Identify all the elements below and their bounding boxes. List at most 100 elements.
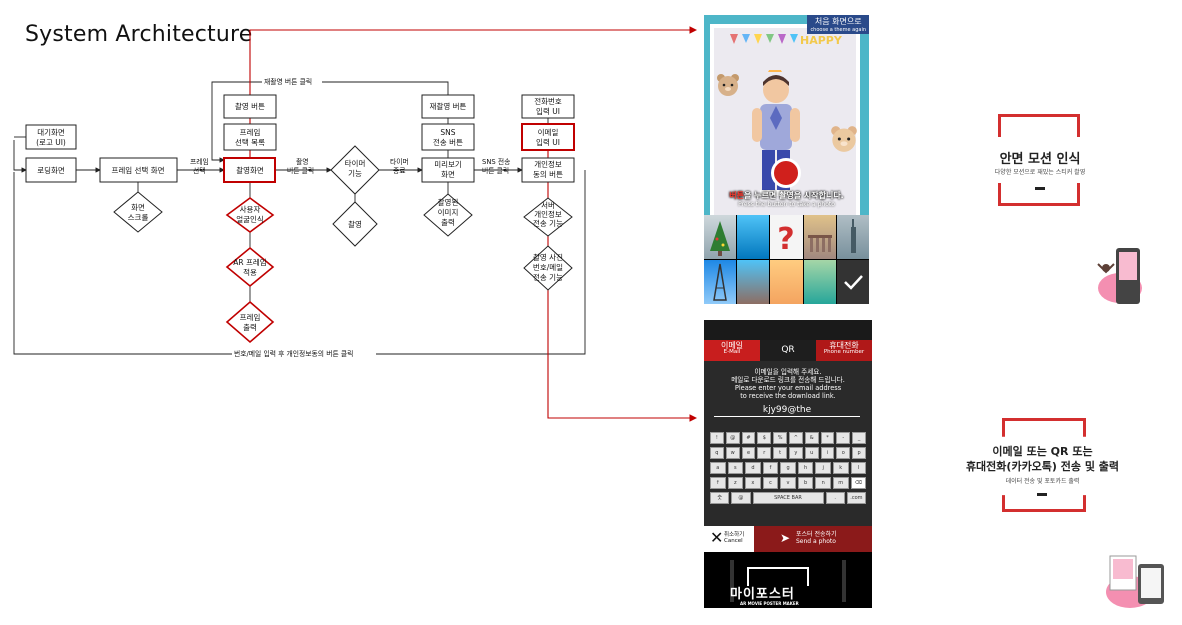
edge-label-frame-select-1: 프레임 bbox=[190, 157, 209, 166]
space-bar-key[interactable]: SPACE BAR bbox=[752, 492, 824, 504]
tab-qr[interactable]: QR bbox=[760, 340, 816, 361]
node-phone-ui: 전화번호 입력 UI bbox=[521, 94, 575, 119]
svg-text:적용: 적용 bbox=[243, 267, 257, 277]
keyboard-key[interactable]: e bbox=[741, 447, 756, 459]
thumb-ruins[interactable] bbox=[803, 215, 836, 259]
keyboard-key[interactable]: # bbox=[741, 432, 756, 444]
keyboard-key[interactable]: h bbox=[797, 462, 814, 474]
decision-photo-send: 촬영 사진 번호/메일 전송 기능 bbox=[523, 245, 573, 291]
keyboard-key[interactable]: t bbox=[773, 447, 787, 459]
keyboard-key[interactable]: g bbox=[780, 462, 796, 474]
keyboard-key[interactable]: z bbox=[727, 477, 744, 489]
keyboard-key[interactable]: % bbox=[773, 432, 787, 444]
red-connectors bbox=[249, 26, 698, 422]
keyboard-key[interactable]: q bbox=[710, 447, 724, 459]
page-title: System Architecture bbox=[25, 22, 253, 47]
node-preview: 미리보기 화면 bbox=[421, 157, 475, 183]
email-form: 이메일을 입력해 주세요. 메일로 다운로드 링크를 전송해 드립니다. Ple… bbox=[704, 361, 872, 526]
keyboard-key[interactable]: 숫 bbox=[710, 492, 730, 504]
keyboard-key[interactable]: s bbox=[727, 462, 744, 474]
keyboard-key[interactable]: .com bbox=[846, 492, 866, 504]
svg-text:얼굴인식: 얼굴인식 bbox=[236, 214, 264, 224]
keyboard-key[interactable]: f bbox=[762, 462, 779, 474]
svg-text:버튼 클릭: 버튼 클릭 bbox=[287, 166, 314, 175]
tab-email[interactable]: 이메일 E-Mail bbox=[704, 340, 760, 361]
keyboard-key[interactable]: $ bbox=[757, 432, 772, 444]
keyboard-key[interactable]: y bbox=[788, 447, 803, 459]
node-frame-list: 프레임 선택 목록 bbox=[223, 123, 277, 151]
edges bbox=[13, 81, 586, 355]
thumb-statue[interactable] bbox=[836, 215, 869, 259]
backspace-key[interactable]: ⌫ bbox=[850, 477, 867, 489]
keyboard-key[interactable]: l bbox=[850, 462, 867, 474]
svg-text:촬영 버튼: 촬영 버튼 bbox=[235, 101, 265, 111]
shutter-button[interactable] bbox=[771, 158, 801, 188]
email-input[interactable]: kjy99@the bbox=[714, 405, 860, 417]
edge-label-retake: 재촬영 버튼 클릭 bbox=[264, 77, 312, 86]
svg-text:전송 기능: 전송 기능 bbox=[533, 272, 563, 282]
logo-frame bbox=[730, 560, 846, 602]
keyboard-key[interactable]: ↑ bbox=[710, 477, 726, 489]
keyboard-key[interactable]: j bbox=[815, 462, 831, 474]
thumb-desert[interactable] bbox=[770, 260, 803, 304]
decision-face-detect: 사용자 얼굴인식 bbox=[225, 197, 275, 233]
keyboard-key[interactable]: * bbox=[820, 432, 835, 444]
keyboard-key[interactable]: @ bbox=[731, 492, 751, 504]
thumb-xmas-tree[interactable] bbox=[704, 215, 737, 259]
keyboard-key[interactable]: r bbox=[757, 447, 772, 459]
keyboard-key[interactable]: v bbox=[780, 477, 796, 489]
app-logo: 마이포스터 bbox=[730, 587, 795, 602]
svg-text:미리보기: 미리보기 bbox=[434, 160, 462, 169]
svg-text:프레임: 프레임 bbox=[240, 313, 261, 322]
keyboard-key[interactable]: x bbox=[745, 477, 761, 489]
svg-text:개인정보: 개인정보 bbox=[534, 209, 562, 219]
thumb-sea[interactable] bbox=[737, 215, 770, 259]
keyboard-key[interactable]: @ bbox=[725, 432, 740, 444]
feature2-title-line1: 이메일 또는 QR 또는 bbox=[992, 445, 1093, 458]
tab-phone[interactable]: 휴대전화 Phone number bbox=[816, 340, 872, 361]
svg-text:전화번호: 전화번호 bbox=[534, 96, 562, 106]
keyboard-key[interactable]: u bbox=[804, 447, 819, 459]
kiosk-selfie-icon bbox=[1097, 248, 1142, 304]
svg-text:촬영화면: 촬영화면 bbox=[236, 165, 264, 175]
keyboard-key[interactable]: & bbox=[804, 432, 819, 444]
phone-card-icon bbox=[1106, 555, 1164, 608]
keyboard-key[interactable]: _ bbox=[852, 432, 866, 444]
decision-taken-image: 촬영된 이미지 출력 bbox=[423, 193, 473, 237]
keyboard-key[interactable]: ! bbox=[710, 432, 724, 444]
keyboard-key[interactable]: d bbox=[745, 462, 761, 474]
keyboard-key[interactable]: p bbox=[852, 447, 866, 459]
keyboard-key[interactable]: c bbox=[762, 477, 779, 489]
keyboard-key[interactable]: w bbox=[725, 447, 740, 459]
edge-labels: 재촬영 버튼 클릭 프레임 선택 촬영 버튼 클릭 타이머 종료 SNS 전송 … bbox=[190, 77, 510, 359]
svg-text:SNS: SNS bbox=[440, 128, 455, 137]
keyboard-key[interactable]: i bbox=[820, 447, 835, 459]
keyboard-key[interactable]: n bbox=[815, 477, 831, 489]
thumb-island[interactable] bbox=[803, 260, 836, 304]
thumb-mystery[interactable]: ? bbox=[770, 215, 803, 259]
close-icon: ✕ bbox=[710, 528, 724, 547]
svg-text:동의 버튼: 동의 버튼 bbox=[533, 169, 563, 179]
keyboard-key[interactable]: k bbox=[832, 462, 849, 474]
keyboard-key[interactable]: - bbox=[836, 432, 851, 444]
thumb-confirm[interactable] bbox=[836, 260, 869, 304]
thumb-eiffel[interactable] bbox=[704, 260, 737, 304]
decision-server-send: 서버 개인정보 전송 기능 bbox=[523, 197, 573, 237]
keyboard-key[interactable]: o bbox=[836, 447, 851, 459]
svg-text:화면: 화면 bbox=[441, 169, 455, 179]
svg-text:종료: 종료 bbox=[393, 167, 406, 175]
keyboard-key[interactable]: ^ bbox=[788, 432, 803, 444]
svg-text:촬영된: 촬영된 bbox=[438, 197, 459, 207]
keyboard-key[interactable]: b bbox=[797, 477, 814, 489]
thumb-cliff[interactable] bbox=[737, 260, 770, 304]
decision-frame-scroll: 화면 스크롤 bbox=[113, 191, 163, 233]
keyboard-key[interactable]: m bbox=[832, 477, 849, 489]
back-to-start-button[interactable]: 처음 화면으로 choose a theme again bbox=[807, 15, 869, 34]
svg-text:입력 UI: 입력 UI bbox=[536, 107, 560, 116]
svg-text:?: ? bbox=[778, 222, 795, 257]
keyboard-key[interactable]: . bbox=[825, 492, 845, 504]
keyboard-key[interactable]: a bbox=[710, 462, 726, 474]
